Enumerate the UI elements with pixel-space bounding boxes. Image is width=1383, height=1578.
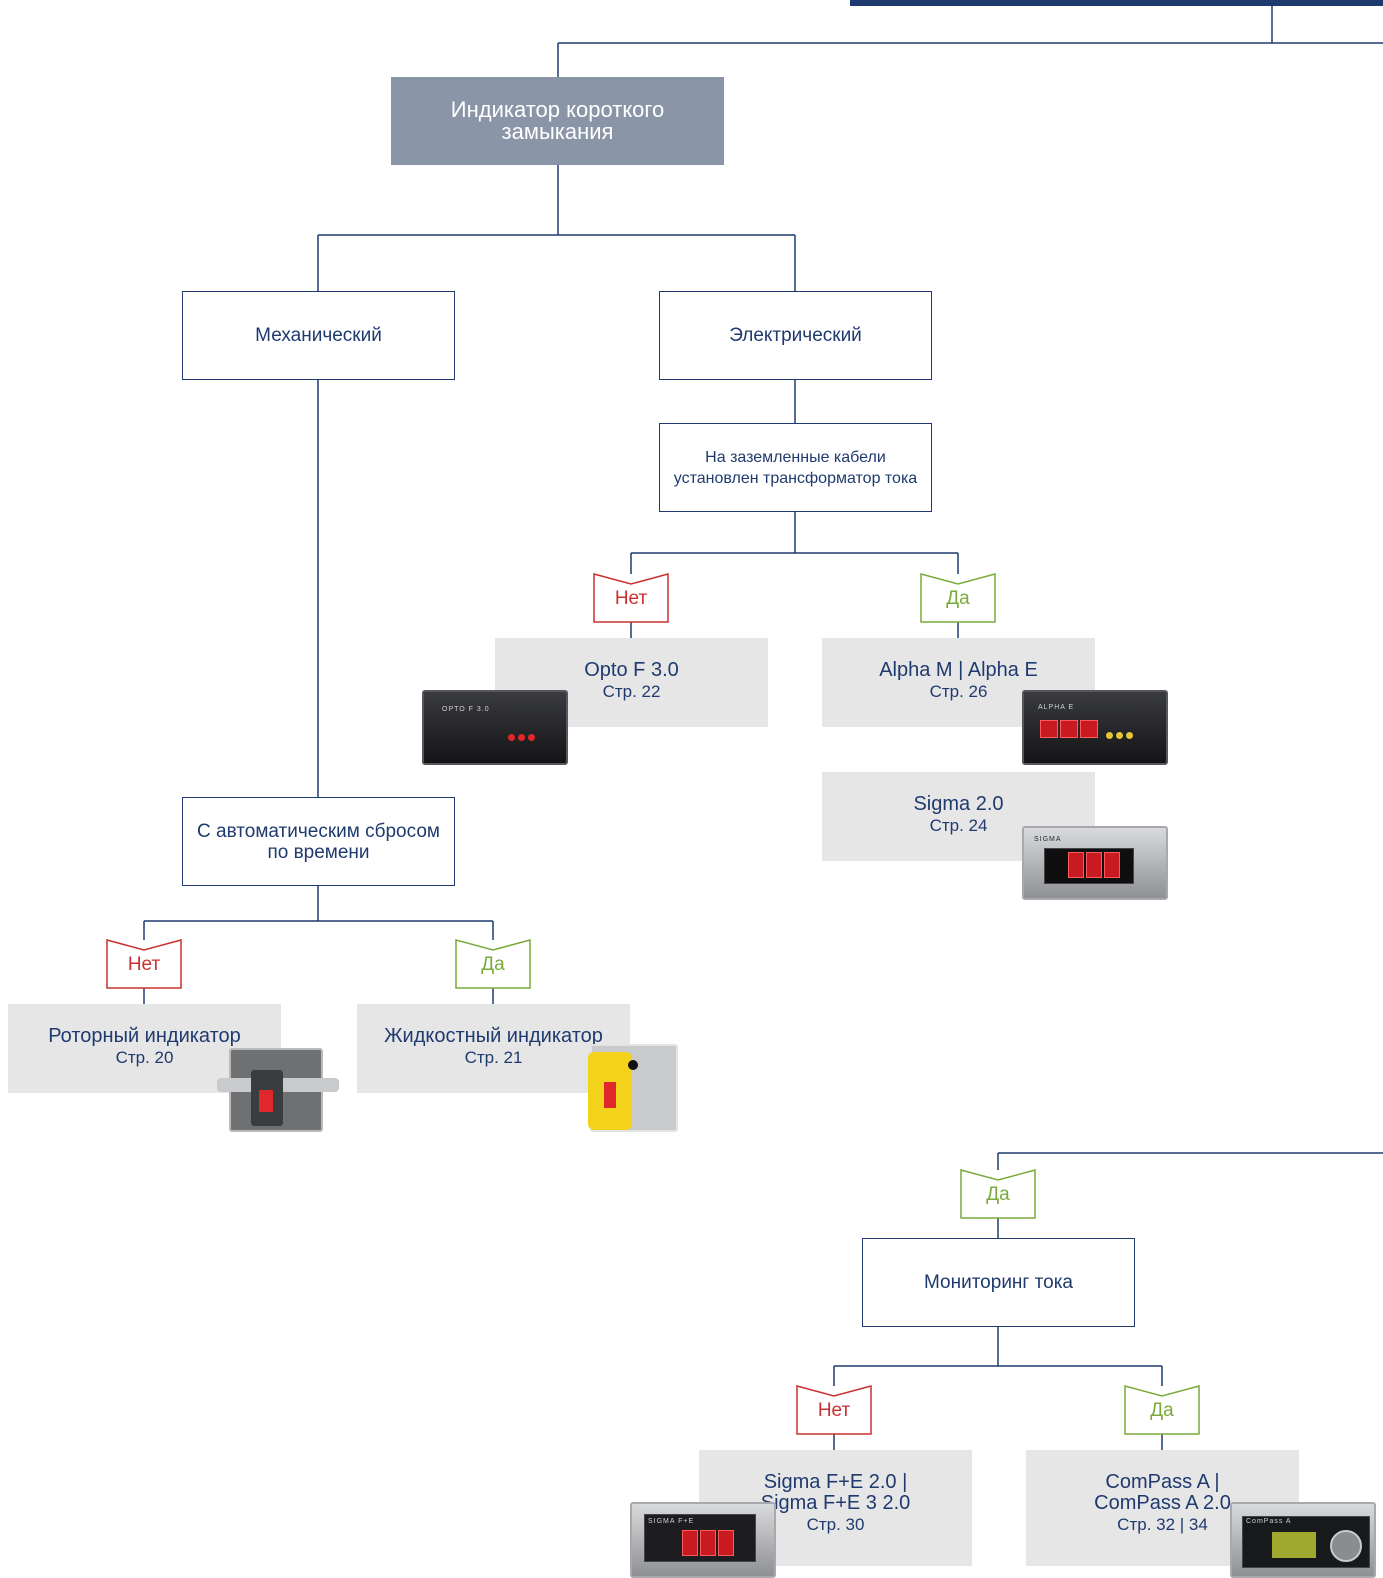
product-page: Стр. 20 xyxy=(115,1048,174,1067)
product-name: ComPass A | ComPass A 2.0 xyxy=(1094,1471,1231,1514)
product-page: Стр. 26 xyxy=(929,682,988,701)
decision-yes-tag xyxy=(1124,1385,1200,1435)
compass-device-image: ComPass A xyxy=(1230,1502,1376,1578)
device-label: ComPass A xyxy=(1246,1518,1292,1525)
product-page: Стр. 21 xyxy=(464,1048,523,1067)
product-liquid-indicator: Жидкостный индикатор Стр. 21 xyxy=(357,1004,630,1093)
sigma-fe-device-image: SIGMA F+E xyxy=(630,1502,776,1578)
decision-yes-label: Да xyxy=(1150,1400,1174,1421)
device-label: SIGMA F+E xyxy=(648,1518,695,1525)
product-page: Стр. 30 xyxy=(806,1515,865,1534)
node-electrical: Электрический xyxy=(659,291,932,380)
sigma-device-image: SIGMA xyxy=(1022,826,1168,900)
decision-no-label: Нет xyxy=(614,588,648,609)
product-name: Роторный индикатор xyxy=(48,1025,241,1047)
decision-no-label: Нет xyxy=(127,954,161,975)
node-auto-reset: С автоматическим сбросом по времени xyxy=(182,797,455,886)
node-mechanical: Механический xyxy=(182,291,455,380)
root-title-line2: замыкания xyxy=(501,119,614,144)
root-title-line1: Индикатор короткого xyxy=(450,97,665,122)
decision-yes-tag xyxy=(455,939,531,989)
product-name: Opto F 3.0 xyxy=(584,659,679,681)
node-current-monitoring: Мониторинг тока xyxy=(862,1238,1135,1327)
decision-yes-tag xyxy=(960,1169,1036,1219)
device-label: OPTO F 3.0 xyxy=(442,706,490,713)
decision-no-tag xyxy=(106,939,182,989)
product-page: Стр. 32 | 34 xyxy=(1117,1515,1208,1534)
root-node: Индикатор короткого замыкания xyxy=(391,77,724,165)
decision-yes-tag xyxy=(920,573,996,623)
node-grounded-cables: На заземленные кабели установлен трансфо… xyxy=(659,423,932,512)
device-label: SIGMA xyxy=(1034,836,1062,843)
rotary-indicator-image xyxy=(217,1048,339,1132)
decision-no-tag xyxy=(593,573,669,623)
product-name: Sigma F+E 2.0 | Sigma F+E 3 2.0 xyxy=(760,1471,911,1514)
product-page: Стр. 22 xyxy=(602,682,661,701)
liquid-indicator-image xyxy=(588,1044,678,1132)
decision-yes-label: Да xyxy=(946,588,970,609)
opto-f-device-image: OPTO F 3.0 xyxy=(422,690,568,765)
device-label: ALPHA E xyxy=(1038,704,1075,711)
product-name: Sigma 2.0 xyxy=(913,793,1004,815)
alpha-device-image: ALPHA E xyxy=(1022,690,1168,765)
product-page: Стр. 24 xyxy=(929,816,988,835)
decision-no-label: Нет xyxy=(817,1400,851,1421)
product-name: Alpha M | Alpha E xyxy=(879,659,1038,681)
decision-yes-label: Да xyxy=(481,954,505,975)
decision-yes-label: Да xyxy=(986,1184,1010,1205)
decision-no-tag xyxy=(796,1385,872,1435)
product-name: Жидкостный индикатор xyxy=(384,1025,603,1047)
